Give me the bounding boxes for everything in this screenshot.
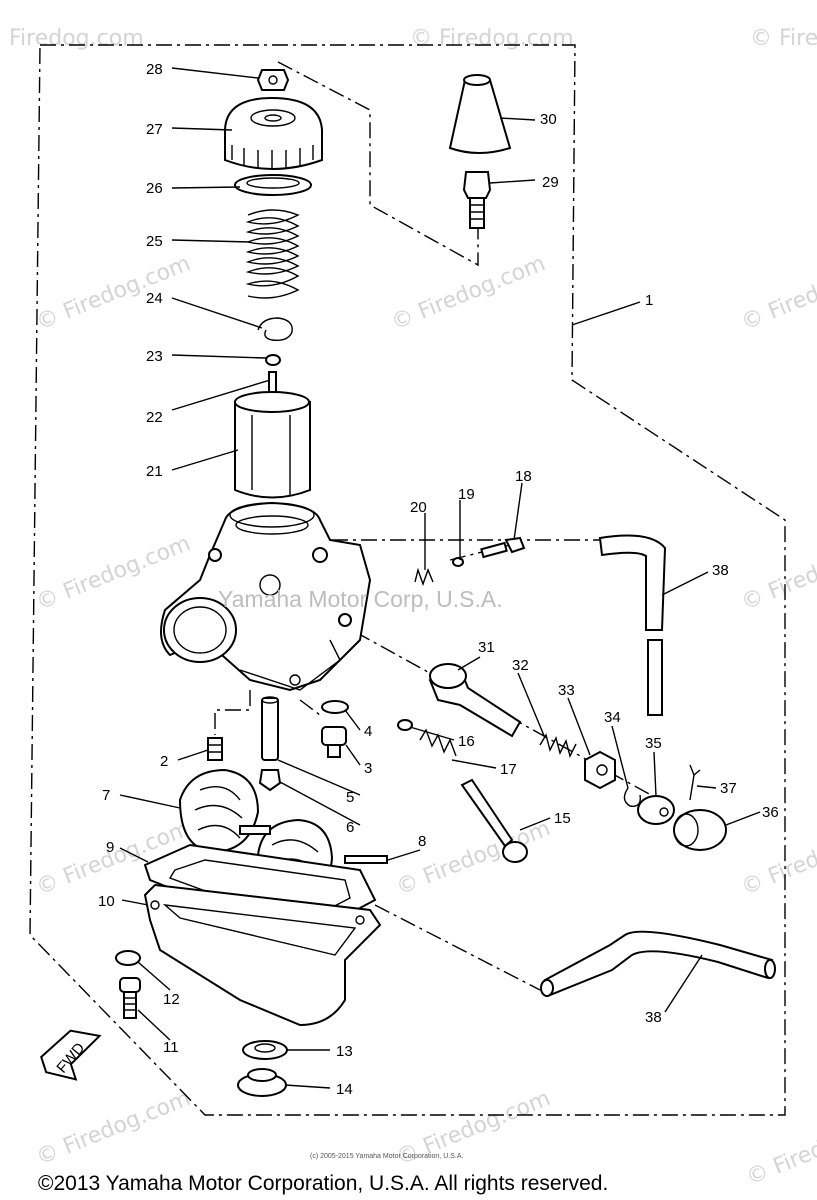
part-throttle-stop-screw <box>480 536 526 559</box>
callout-22: 22 <box>146 409 163 426</box>
callout-35: 35 <box>645 735 662 752</box>
gasket-inner <box>168 859 351 926</box>
callout-6: 6 <box>346 819 354 836</box>
part-spring-washer <box>115 950 141 966</box>
footer-copyright: ©2013 Yamaha Motor Corporation, U.S.A. A… <box>38 1172 608 1195</box>
callout-14: 14 <box>336 1081 353 1098</box>
plug-gasket-hole <box>254 1043 276 1053</box>
callout-15: 15 <box>554 810 571 827</box>
part-overflow-tube <box>540 930 776 997</box>
part-float-valve-seat <box>321 726 347 758</box>
part-cap-nut <box>256 69 290 91</box>
callout-leaders <box>119 67 761 1089</box>
watermark: © Firedog.com <box>33 531 194 615</box>
part-needle-clip <box>265 354 281 366</box>
callout-1: 1 <box>645 292 653 309</box>
part-pilot-jet <box>207 737 223 761</box>
part-chamber-screw <box>119 977 141 1019</box>
watermark: © Firedog.com <box>738 531 817 615</box>
callout-33: 33 <box>558 682 575 699</box>
part-pilot-air-screw <box>460 778 528 863</box>
part-cotter-pin <box>689 764 701 801</box>
callout-20: 20 <box>410 499 427 516</box>
part-float-chamber <box>143 883 382 1027</box>
callout-26: 26 <box>146 180 163 197</box>
callout-29: 29 <box>542 174 559 191</box>
callout-3: 3 <box>364 760 372 777</box>
callout-27: 27 <box>146 121 163 138</box>
callout-38-bottom: 38 <box>645 1009 662 1026</box>
callout-31: 31 <box>478 639 495 656</box>
callout-34: 34 <box>604 709 621 726</box>
part-pilot-screw-spring <box>419 728 457 757</box>
part-plunger-spring <box>539 733 577 758</box>
callout-24: 24 <box>146 290 163 307</box>
fwd-arrow: FWD <box>40 1029 102 1081</box>
callout-12: 12 <box>163 991 180 1008</box>
callout-17: 17 <box>500 761 517 778</box>
part-starter-plunger <box>428 663 522 738</box>
callout-16: 16 <box>458 733 475 750</box>
part-throttle-valve <box>234 391 311 499</box>
callout-8: 8 <box>418 833 426 850</box>
yamaha-overlay-stamp: Yamaha Motor Corp, U.S.A. <box>218 586 503 612</box>
callout-32: 32 <box>512 657 529 674</box>
part-mixing-chamber-top <box>224 96 323 170</box>
watermark: © Firedog.com <box>410 26 574 51</box>
callout-28: 28 <box>146 61 163 78</box>
part-throttle-spring <box>245 209 300 299</box>
part-o-ring <box>321 700 349 714</box>
watermark: © Firedog.com <box>33 1086 194 1170</box>
callout-9: 9 <box>106 839 114 856</box>
callout-30: 30 <box>540 111 557 128</box>
watermark: © Firedog.com <box>750 26 817 51</box>
watermark: © Firedog.com <box>33 251 194 335</box>
watermark: © Firedog.com <box>393 816 554 900</box>
callout-10: 10 <box>98 893 115 910</box>
watermark: © Firedog.com <box>0 26 144 51</box>
part-air-vent-tube-top <box>598 534 667 716</box>
callout-2: 2 <box>160 753 168 770</box>
part-float-pin <box>344 855 388 864</box>
part-throttle-stop-spring <box>414 567 434 587</box>
part-cable-adjuster <box>462 171 492 229</box>
watermark: © Firedog.com <box>743 1106 817 1190</box>
part-main-jet <box>258 769 282 792</box>
part-stop-ring <box>452 557 464 567</box>
callout-21: 21 <box>146 463 163 480</box>
part-plunger-cap <box>637 795 675 825</box>
callout-13: 13 <box>336 1043 353 1060</box>
part-circlip <box>623 787 641 807</box>
watermark: © Firedog.com <box>388 251 549 335</box>
needle-jet-top <box>261 696 279 704</box>
callout-5: 5 <box>346 789 354 806</box>
callout-25: 25 <box>146 233 163 250</box>
part-clip <box>257 317 293 342</box>
part-needle-jet <box>261 697 279 761</box>
washer-hole <box>246 177 300 189</box>
callout-4: 4 <box>364 723 372 740</box>
callout-23: 23 <box>146 348 163 365</box>
watermark: © Firedog.com <box>738 251 817 335</box>
part-cable-boot <box>448 74 512 154</box>
callout-7: 7 <box>102 787 110 804</box>
part-drain-plug <box>237 1068 287 1097</box>
callout-36: 36 <box>762 804 779 821</box>
callout-18: 18 <box>515 468 532 485</box>
small-copyright: (c) 2005-2015 Yamaha Motor Corporation, … <box>310 1153 463 1160</box>
part-carburetor-body <box>160 501 372 692</box>
part-pilot-o-ring <box>397 719 413 731</box>
callout-11: 11 <box>163 1039 179 1056</box>
callout-19: 19 <box>458 486 475 503</box>
callout-labels: 28 27 26 25 24 23 22 21 30 29 1 20 19 18… <box>98 61 779 1098</box>
watermark: © Firedog.com <box>738 816 817 900</box>
assembly-boundary <box>29 44 786 1116</box>
callout-37: 37 <box>720 780 737 797</box>
part-plunger-nut <box>584 750 616 790</box>
part-starter-knob <box>673 809 727 851</box>
callout-38-top: 38 <box>712 562 729 579</box>
